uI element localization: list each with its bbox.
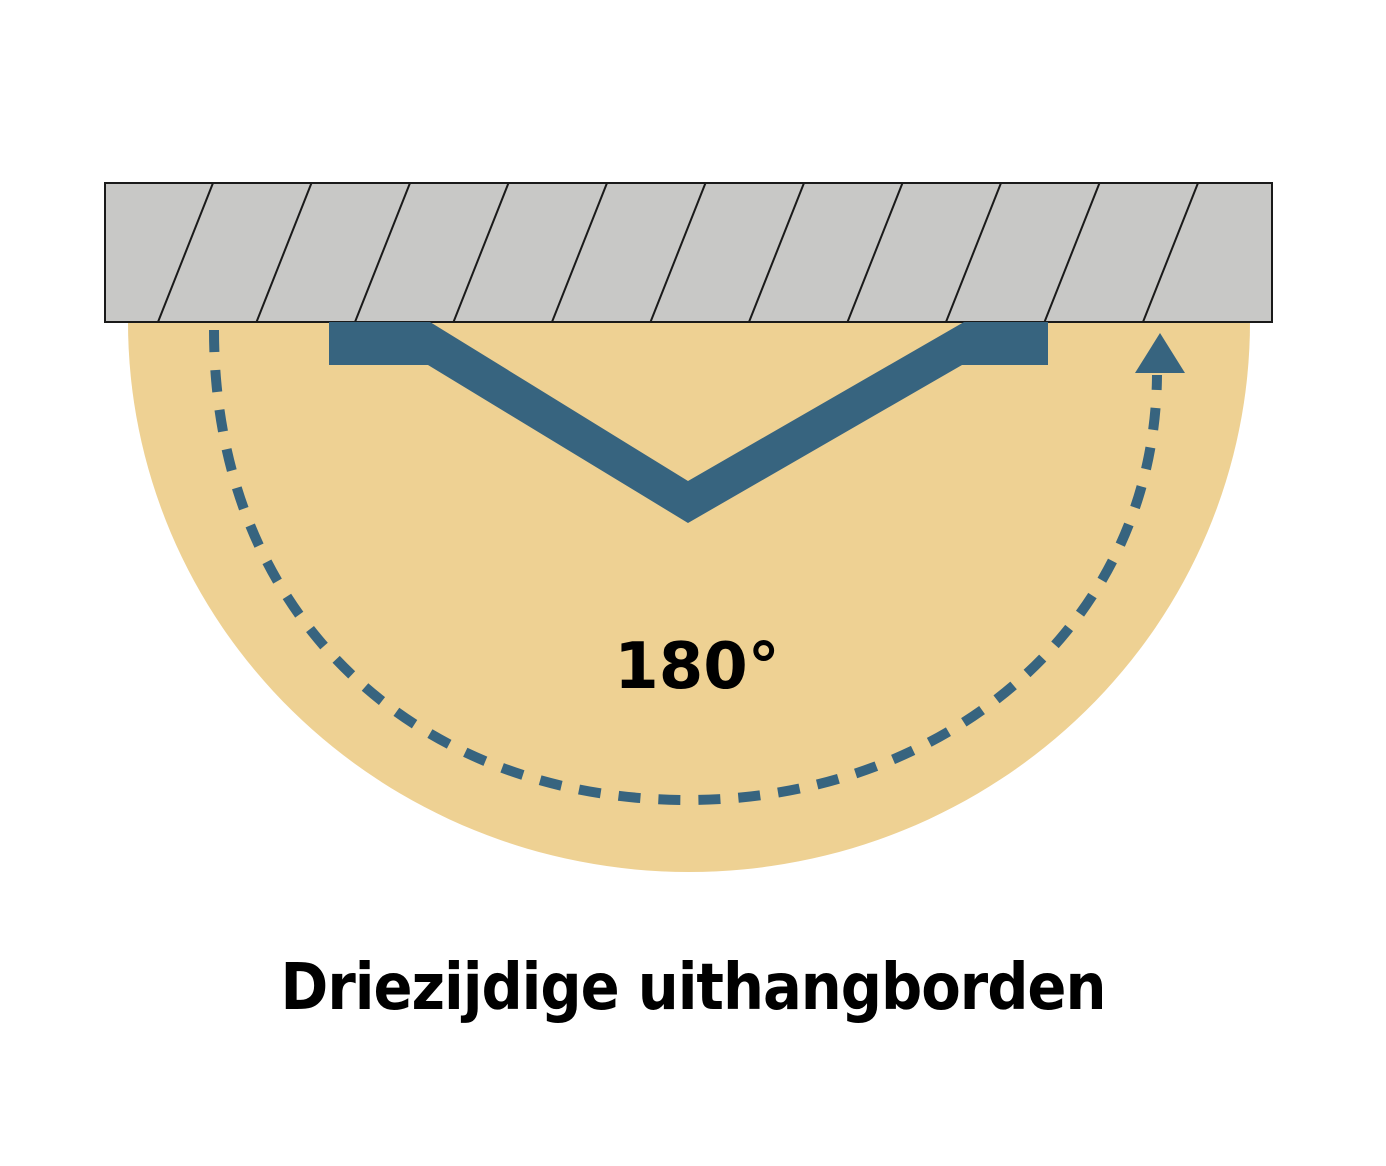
swing-area bbox=[128, 322, 1250, 872]
sign-icon bbox=[329, 322, 1048, 523]
hatch-line bbox=[354, 182, 411, 323]
wall bbox=[104, 182, 1273, 323]
caption: Driezijdige uithangborden bbox=[280, 951, 1107, 1025]
hatch-line bbox=[452, 182, 510, 323]
hatch-line bbox=[255, 182, 313, 323]
hatch-line bbox=[945, 182, 1002, 323]
angle-label: 180° bbox=[614, 630, 780, 704]
hatch-line bbox=[748, 182, 805, 323]
hatch-line bbox=[1043, 182, 1101, 323]
rotation-arc bbox=[209, 329, 1162, 806]
hatch-line bbox=[1142, 182, 1199, 323]
hatch-line bbox=[649, 182, 707, 323]
arrow-head-icon bbox=[1135, 333, 1185, 373]
wall-hatching bbox=[157, 182, 1199, 323]
hatch-line bbox=[157, 182, 214, 323]
wall-body bbox=[104, 182, 1273, 323]
hatch-line bbox=[846, 182, 904, 323]
hatch-line bbox=[551, 182, 608, 323]
